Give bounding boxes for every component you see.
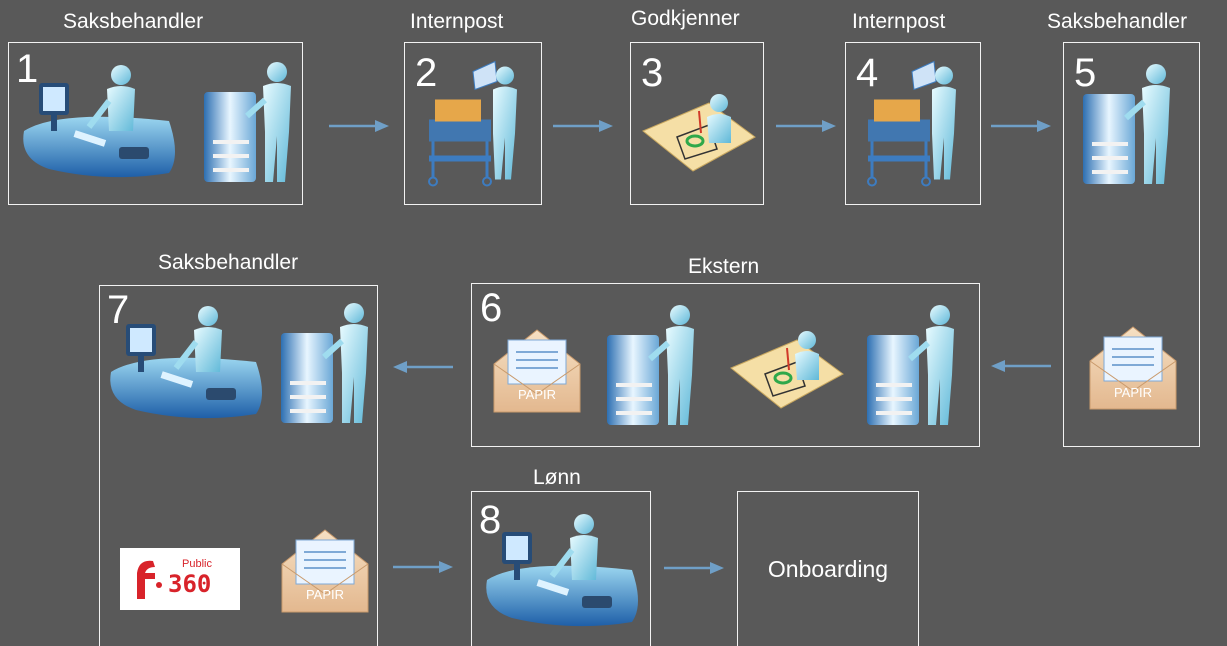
paper-label: PAPIR xyxy=(305,587,345,602)
onboarding-label: Onboarding xyxy=(767,555,889,582)
computer-desk-icon xyxy=(19,61,179,181)
approver-signing-icon xyxy=(639,85,759,175)
computer-desk-icon xyxy=(482,510,642,630)
role-label-7: Saksbehandler xyxy=(158,251,299,274)
step-number: 7 xyxy=(107,288,130,332)
arrow-2-to-3 xyxy=(551,119,615,133)
step-1-box: 1 xyxy=(8,42,303,205)
step-number: 5 xyxy=(1074,51,1097,95)
step-4-box: 4 xyxy=(845,42,981,205)
copier-person-icon xyxy=(276,296,376,436)
step-5-box: 5 PAPIR xyxy=(1063,42,1200,447)
step-number: 3 xyxy=(641,51,664,95)
step-8-box: 8 xyxy=(471,491,651,646)
role-label-2: Internpost xyxy=(410,10,504,33)
step-6-box: 6 PAPIR xyxy=(471,283,980,447)
step-3-box: 3 xyxy=(630,42,764,205)
arrow-6-to-7 xyxy=(390,360,456,374)
role-label-5: Saksbehandler xyxy=(1047,10,1188,33)
arrow-5-to-6 xyxy=(988,359,1054,373)
role-label-6: Ekstern xyxy=(688,255,760,278)
role-label-8: Lønn xyxy=(533,466,581,489)
arrow-4-to-5 xyxy=(988,119,1054,133)
approver-signing-icon xyxy=(727,322,847,412)
computer-desk-icon xyxy=(106,302,266,422)
copier-person-icon xyxy=(199,55,299,195)
arrow-7-to-8 xyxy=(390,560,456,574)
mail-cart-icon xyxy=(860,57,960,192)
copier-person-icon xyxy=(602,298,702,438)
copier-person-icon xyxy=(862,298,962,438)
step-2-box: 2 xyxy=(404,42,542,205)
paper-label: PAPIR xyxy=(1113,385,1153,400)
public-360-logo: Public 360 xyxy=(120,548,240,610)
step-7-box: 7 Public 360 PAPIR xyxy=(99,285,378,646)
paper-label: PAPIR xyxy=(517,387,557,402)
step-number: 6 xyxy=(480,286,503,330)
logo-small-text: Public xyxy=(182,558,212,570)
step-number: 1 xyxy=(16,47,39,91)
role-label-3: Godkjenner xyxy=(631,7,740,30)
arrow-8-to-onboarding xyxy=(662,561,726,575)
role-label-1: Saksbehandler xyxy=(63,10,204,33)
copier-person-icon xyxy=(1078,57,1178,197)
arrow-1-to-2 xyxy=(328,119,390,133)
role-label-4: Internpost xyxy=(852,10,946,33)
step-number: 2 xyxy=(415,51,438,95)
mail-cart-icon xyxy=(421,57,521,192)
onboarding-box: Onboarding xyxy=(737,491,919,646)
step-number: 8 xyxy=(479,498,502,542)
arrow-3-to-4 xyxy=(774,119,838,133)
logo-number: 360 xyxy=(168,570,212,598)
step-number: 4 xyxy=(856,51,879,95)
public-360-logo-mark xyxy=(137,560,162,599)
